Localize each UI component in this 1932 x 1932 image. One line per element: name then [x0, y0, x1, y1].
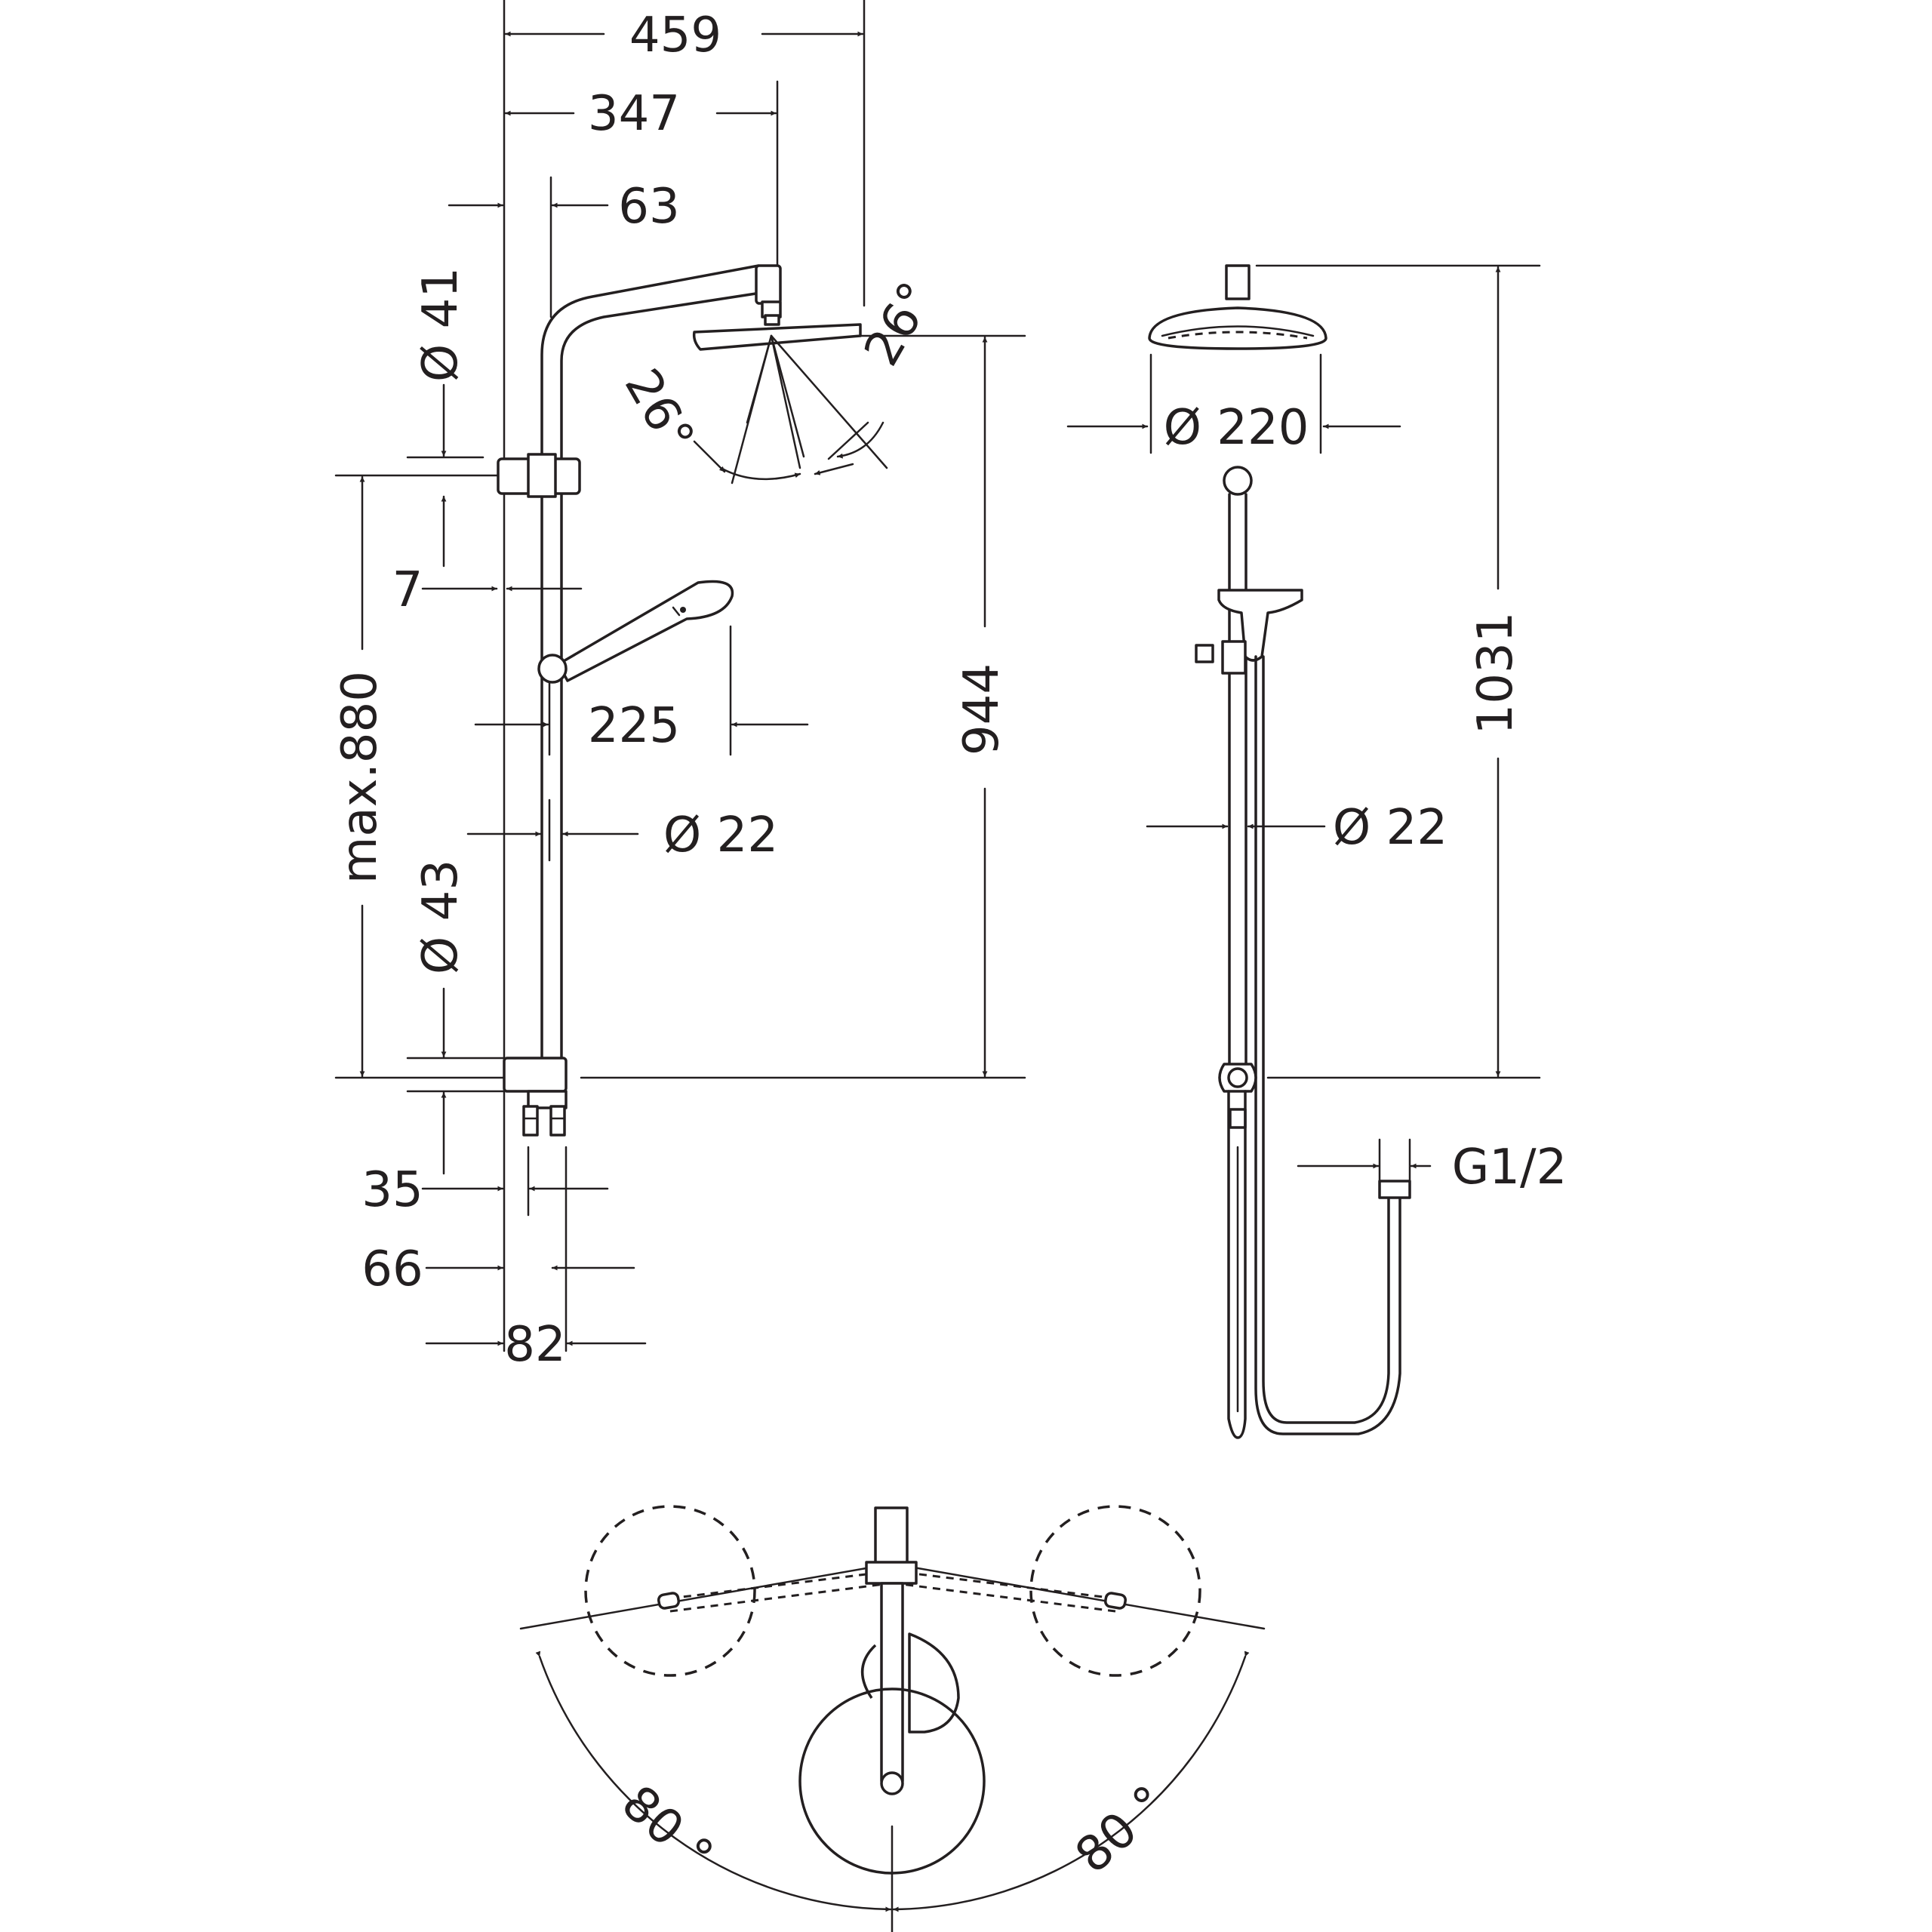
dim-rail-max-length: max.880 [332, 671, 388, 884]
dim-handshower-length: 225 [588, 698, 680, 754]
swivel-angle-left-label: 80 ° [611, 1775, 724, 1884]
dim-total-width: 459 [629, 8, 721, 63]
spray-angle-left-label: 26° [614, 360, 705, 462]
dim-head-height: 944 [954, 663, 1010, 755]
side-view-dimensions: Ø 220 Ø 22 1031 G1/2 [1066, 266, 1567, 1195]
dim-arm-length: 347 [588, 86, 680, 142]
spray-angle-right-label: 26° [854, 273, 945, 375]
dim-mixer-diameter: Ø 43 [413, 860, 469, 974]
dim-head-diameter: Ø 220 [1164, 400, 1309, 456]
dim-holder-diameter: Ø 41 [413, 267, 469, 382]
top-view: 80 ° 80 ° [519, 1505, 1266, 1932]
dim-side-rail-diameter: Ø 22 [1333, 800, 1447, 856]
side-view [1148, 264, 1541, 1439]
front-view [334, 0, 1026, 1352]
dim-total-height: 1031 [1468, 612, 1524, 735]
dim-wall-distance: 63 [618, 179, 679, 235]
swivel-angle-right-label: 80 ° [1065, 1775, 1177, 1884]
front-view-dimensions: 459 347 63 Ø 41 7 225 Ø 22 max.880 Ø 43 [332, 8, 1010, 1373]
dim-rail-diameter: Ø 22 [663, 808, 778, 863]
dim-holder-offset: 7 [392, 562, 423, 618]
dim-connection-thread: G1/2 [1452, 1140, 1567, 1195]
dim-mixer-depth-82: 82 [504, 1317, 565, 1373]
dim-mixer-depth-66: 66 [361, 1241, 423, 1297]
dim-mixer-depth-35: 35 [361, 1162, 423, 1218]
